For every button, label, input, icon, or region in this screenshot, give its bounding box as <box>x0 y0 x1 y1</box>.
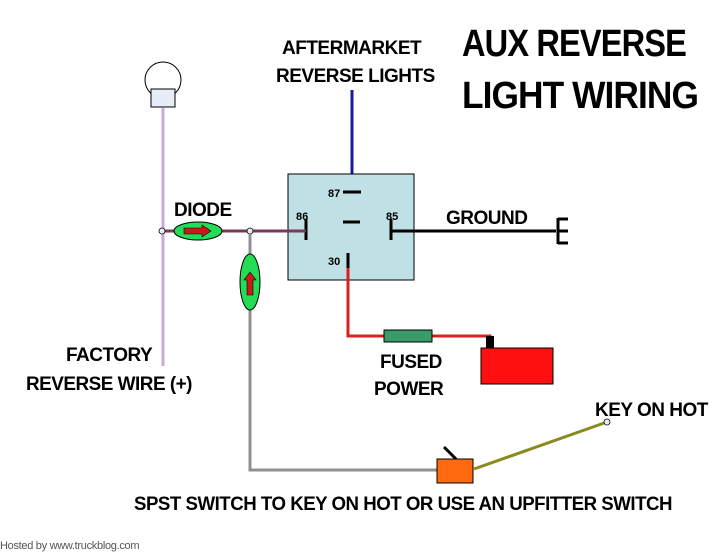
relay: 87 86 85 30 <box>287 173 415 281</box>
switch-diode-icon <box>239 253 261 311</box>
fused-power-label-line-2: POWER <box>374 379 444 400</box>
diode-label: DIODE <box>174 200 232 221</box>
spst-switch-icon <box>436 445 474 484</box>
junction-node-switch <box>246 227 254 235</box>
switch-wire <box>248 234 438 472</box>
bulb-icon <box>144 61 182 108</box>
aftermarket-label-line-2: REVERSE LIGHTS <box>276 66 435 87</box>
aftermarket-label-line-1: AFTERMARKET <box>282 38 422 59</box>
key-on-hot-wire <box>473 420 608 471</box>
pin-30-label: 30 <box>328 256 340 268</box>
battery-icon <box>480 336 554 385</box>
junction-node-factory <box>158 227 166 235</box>
ground-icon <box>556 217 568 245</box>
title-line-2: LIGHT WIRING <box>462 75 698 117</box>
pin-86-label: 86 <box>296 211 308 223</box>
footer-hosted-by: Hosted by www.truckblog.com <box>0 540 140 552</box>
key-on-hot-label: KEY ON HOT <box>595 400 709 421</box>
factory-label-line-2: REVERSE WIRE (+) <box>26 374 192 395</box>
diode-icon <box>173 221 223 241</box>
fuse-icon <box>383 329 433 343</box>
title-line-1: AUX REVERSE <box>462 23 686 65</box>
factory-label-line-1: FACTORY <box>66 345 153 366</box>
fused-power-label-line-1: FUSED <box>380 352 442 373</box>
ground-label: GROUND <box>446 208 527 229</box>
switch-note: SPST SWITCH TO KEY ON HOT OR USE AN UPFI… <box>134 494 672 515</box>
key-on-hot-node <box>603 418 611 426</box>
pin-87-label: 87 <box>328 188 340 200</box>
pin-85-label: 85 <box>386 211 398 223</box>
